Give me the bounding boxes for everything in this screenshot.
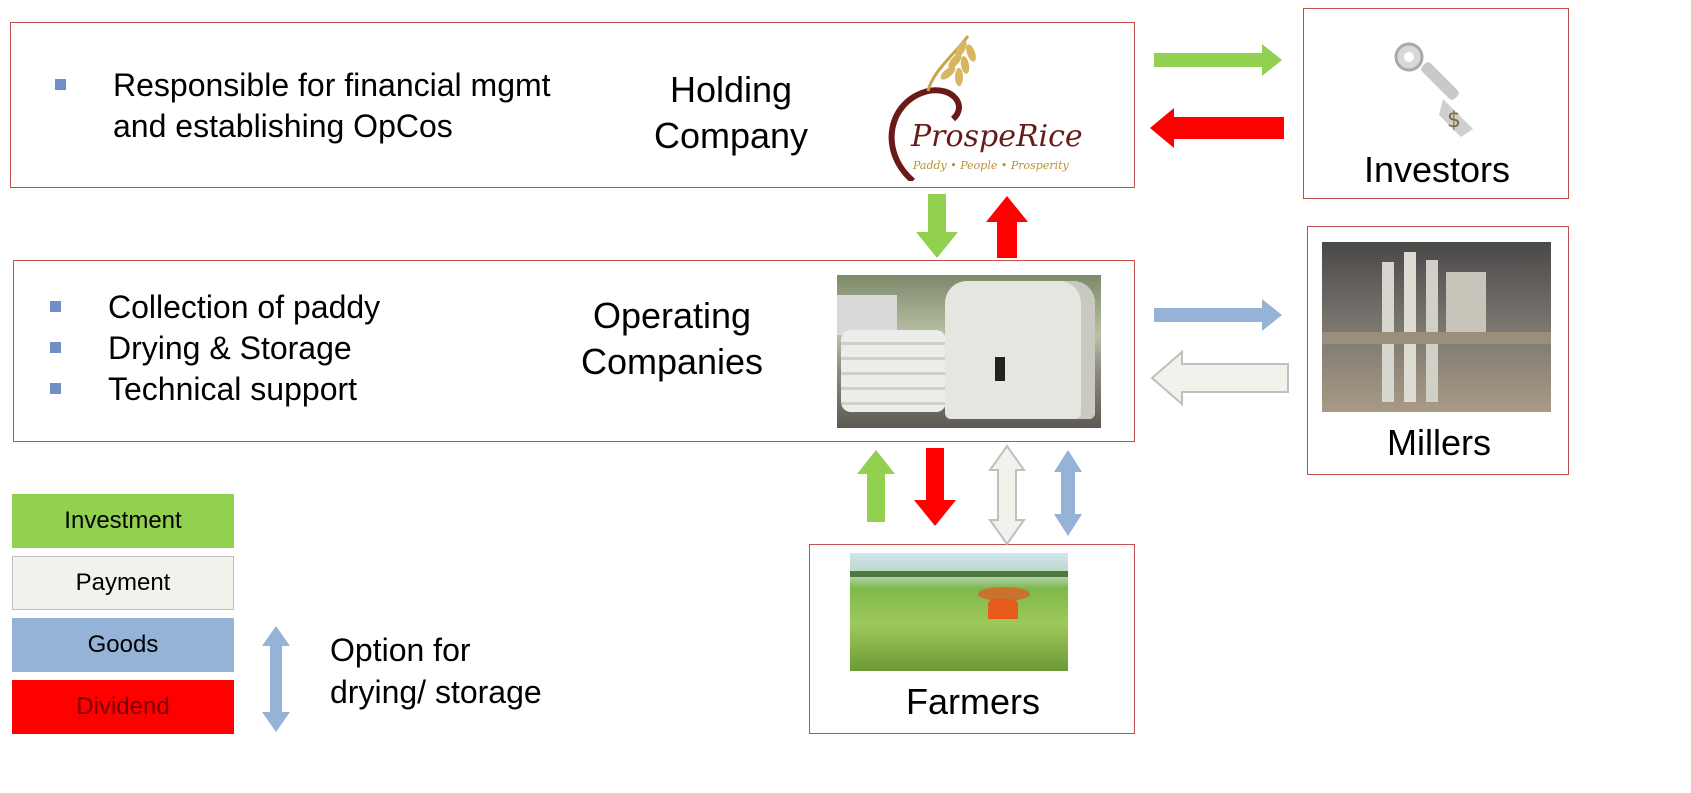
- legend-option-line2: drying/ storage: [330, 673, 542, 710]
- opco-bullets: Collection of paddy Drying & Storage Tec…: [50, 287, 380, 410]
- goods-arrow-right: [1154, 299, 1282, 331]
- legend-payment: Payment: [12, 556, 234, 610]
- holding-bullet: Responsible for financial mgmt and estab…: [55, 65, 593, 147]
- investment-arrow-down: [916, 194, 958, 258]
- goods-arrow-bidirectional: [1054, 450, 1082, 536]
- paddy-sacks-photo: [837, 275, 1101, 428]
- investors-label: Investors: [1363, 149, 1511, 190]
- millers-box: Millers: [1307, 226, 1569, 475]
- logo-tagline: Paddy • People • Prosperity: [913, 159, 1069, 172]
- legend-goods: Goods: [12, 618, 234, 672]
- opco-bullet: Drying & Storage: [50, 328, 380, 369]
- paddy-field-photo: [850, 553, 1068, 671]
- legend-option-arrow: [262, 626, 290, 732]
- farmers-label: Farmers: [906, 681, 1040, 722]
- dividend-arrow-up: [986, 196, 1028, 258]
- millers-label: Millers: [1387, 422, 1491, 463]
- holding-bullets: Responsible for financial mgmt and estab…: [55, 65, 593, 147]
- investment-arrow-right: [1154, 44, 1282, 76]
- legend-option-line1: Option for: [330, 632, 471, 668]
- dividend-arrow-left: [1150, 108, 1284, 148]
- holding-title: Holding Company: [631, 67, 831, 159]
- opco-title-line2: Companies: [580, 341, 764, 383]
- opco-bullet: Technical support: [50, 369, 380, 410]
- operating-companies-box: Collection of paddy Drying & Storage Tec…: [13, 260, 1135, 442]
- payment-arrow-left: [1150, 349, 1289, 407]
- investors-box: $ Investors: [1303, 8, 1569, 199]
- holding-title-line2: Company: [653, 115, 809, 157]
- prosperice-logo: ProspeRice Paddy • People • Prosperity: [873, 31, 1103, 184]
- payment-arrow-bidirectional: [988, 444, 1026, 546]
- legend-dividend: Dividend: [12, 680, 234, 734]
- legend-option-text: Option for drying/ storage: [330, 630, 542, 713]
- opco-bullet: Collection of paddy: [50, 287, 380, 328]
- opco-title-line1: Operating: [592, 295, 752, 336]
- rice-mill-photo: [1322, 242, 1551, 412]
- opco-title: Operating Companies: [562, 293, 782, 385]
- farmers-box: Farmers: [809, 544, 1135, 734]
- legend-investment: Investment: [12, 494, 234, 548]
- dividend-arrow-down: [914, 448, 956, 526]
- key-with-dollar-icon: $: [1394, 42, 1473, 137]
- holding-company-box: Responsible for financial mgmt and estab…: [10, 22, 1135, 188]
- investment-arrow-up: [857, 450, 895, 522]
- logo-brand: ProspeRice: [911, 119, 1083, 154]
- holding-title-line1: Holding: [669, 69, 793, 110]
- svg-text:$: $: [1447, 108, 1461, 133]
- rice-stalk-logo-icon: [888, 35, 976, 184]
